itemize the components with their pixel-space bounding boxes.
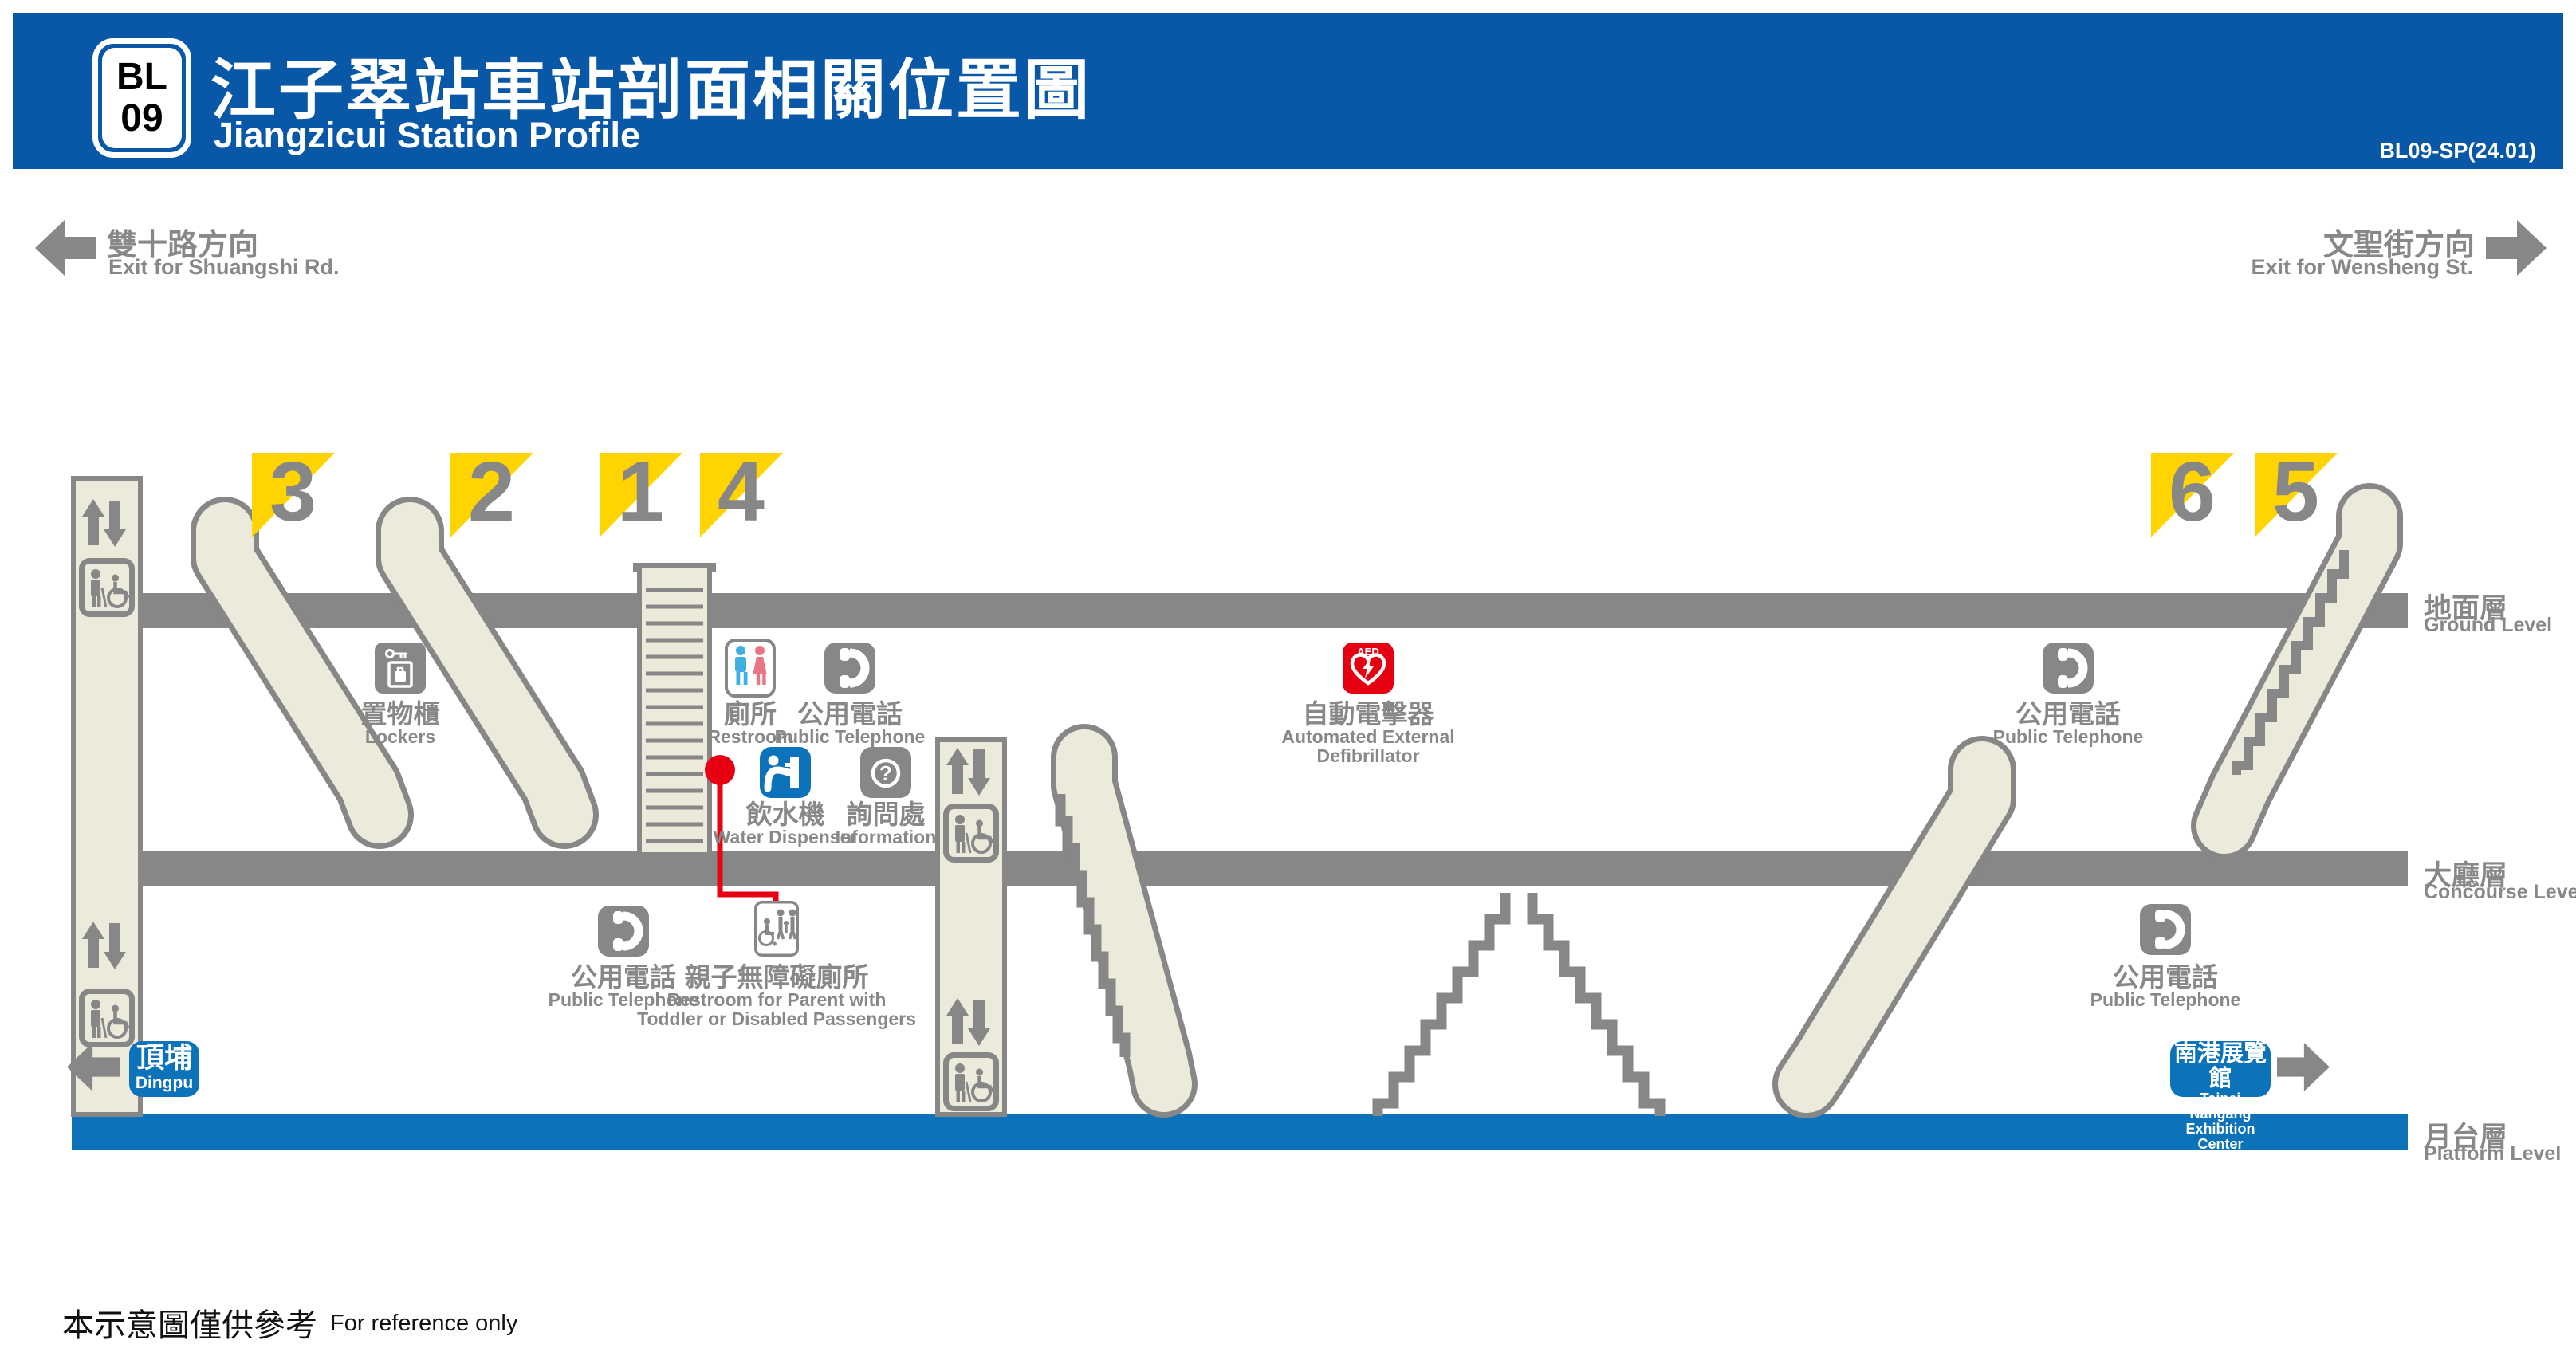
terminus-nangang-zh: 南港展覽館 [2173, 1041, 2267, 1091]
exit-number: 2 [468, 445, 515, 539]
public-telephone-icon [2140, 904, 2191, 955]
arrow-right-icon [2486, 220, 2547, 276]
level-label-ground-en: Ground Level [2424, 614, 2553, 636]
middle-elevator-shaft [935, 737, 1007, 1117]
arrow-right-icon [2277, 1043, 2330, 1091]
level-label-platform-en: Platform Level [2424, 1142, 2562, 1165]
restroom-label-en: Restroom [707, 726, 793, 747]
level-label-platform-zh: 月台層 [2424, 1122, 2508, 1153]
station-code-line: BL [116, 56, 167, 98]
open-stair-right-leg [1527, 893, 1666, 1116]
elevator-icon [82, 561, 132, 615]
terminus-nangang-en1: Taipei Nangang [2189, 1091, 2252, 1122]
exit-number: 3 [269, 445, 317, 539]
information-label-zh: 詢問處 [846, 800, 926, 829]
exit-stair-steps [646, 588, 703, 843]
terminus-dingpu-zh: 頂埔 [136, 1043, 192, 1074]
station-code-number: 09 [120, 97, 163, 140]
terminus-nangang-en2: Exhibition Center [2185, 1121, 2255, 1152]
exit-direction-right-zh: 文聖街方向 [2322, 229, 2475, 262]
location-pin [705, 755, 779, 901]
exit-number: 5 [2272, 445, 2319, 539]
information-label-en: Information [835, 827, 937, 847]
exit-direction-left-en: Exit for Shuangshi Rd. [108, 255, 340, 279]
lockers-label-zh: 置物櫃 [360, 699, 440, 729]
title-bar: BL 09 江子翠站車站剖面相關位置圖 Jiangzicui Station P… [13, 13, 2563, 169]
exit-number: 1 [617, 445, 664, 539]
stairs-exit-5-6 [2191, 483, 2403, 859]
telephone-label-en: Public Telephone [2090, 989, 2241, 1010]
exit-flag-1: 1 [600, 445, 682, 539]
public-telephone-icon [598, 906, 649, 957]
restroom-label-zh: 廁所 [724, 699, 777, 729]
telephone-label-zh: 公用電話 [797, 699, 903, 729]
elevator-icon [946, 1055, 997, 1109]
exit-direction-right-en: Exit for Wensheng St. [2251, 255, 2473, 279]
water-dispenser-icon [760, 747, 811, 798]
open-stair-left-leg [1372, 893, 1511, 1116]
exit-number: 6 [2169, 445, 2216, 539]
telephone-label-en: Public Telephone [1992, 726, 2144, 747]
page-title-en: Jiangzicui Station Profile [214, 115, 641, 155]
water-dispenser-label-zh: 飲水機 [745, 800, 825, 829]
terminus-badge-dingpu: 頂埔 Dingpu [129, 1041, 199, 1097]
telephone-label-en: Public Telephone [774, 726, 926, 747]
aed-icon [1343, 643, 1394, 694]
page-title-zh: 江子翠站車站剖面相關位置圖 [210, 54, 1092, 127]
exit-stair-shaft [637, 564, 712, 857]
exit-flag-4: 4 [700, 445, 783, 539]
exit-flag-3: 3 [252, 445, 335, 539]
document-code: BL09-SP(24.01) [2379, 139, 2536, 163]
exit-flag-5: 5 [2255, 445, 2338, 539]
escalator-concourse-platform-right [1772, 736, 2016, 1118]
public-telephone-icon [2043, 643, 2094, 694]
stairs-concourse-platform-left [1051, 724, 1198, 1118]
telephone-label-zh: 公用電話 [571, 962, 676, 992]
reference-note-zh: 本示意圖僅供參考 [62, 1308, 317, 1343]
terminus-badge-nangang: 南港展覽館 Taipei Nangang Exhibition Center [2170, 1041, 2271, 1152]
station-code-badge: BL 09 [92, 38, 191, 158]
parent-restroom-label-en1: Restroom for Parent with [667, 989, 887, 1010]
exit-flag-2: 2 [450, 445, 533, 539]
elevator-icon [82, 992, 132, 1045]
escalator-exit3 [191, 497, 414, 849]
exit-number: 4 [718, 445, 765, 539]
restroom-icon [725, 639, 776, 698]
exit-flag-6: 6 [2151, 445, 2234, 539]
telephone-label-zh: 公用電話 [2113, 962, 2218, 992]
level-label-concourse-en: Concourse Level [2424, 881, 2576, 903]
platform-level-bar [72, 1114, 2408, 1150]
information-icon [860, 747, 911, 798]
aed-label-en1: Automated External [1281, 726, 1455, 747]
lockers-label-en: Lockers [364, 726, 436, 747]
arrow-left-icon [35, 220, 96, 276]
parent-accessible-restroom-icon [756, 902, 798, 956]
level-label-concourse-zh: 大廳層 [2424, 860, 2508, 891]
aed-label-en2: Defibrillator [1316, 745, 1420, 766]
lockers-icon [375, 643, 426, 694]
level-label-ground-zh: 地面層 [2424, 593, 2508, 624]
parent-restroom-label-en2: Toddler or Disabled Passengers [637, 1008, 916, 1029]
terminus-dingpu-en: Dingpu [135, 1074, 194, 1092]
parent-restroom-label-zh: 親子無障礙廁所 [684, 962, 869, 992]
public-telephone-icon [824, 643, 875, 694]
telephone-label-zh: 公用電話 [2016, 699, 2121, 729]
exit-direction-left-zh: 雙十路方向 [107, 229, 259, 262]
reference-note-en: For reference only [330, 1311, 518, 1336]
water-dispenser-label-en: Water Dispenser [713, 827, 858, 847]
escalator-exit2 [376, 497, 599, 849]
elevator-icon [946, 807, 997, 860]
aed-label-zh: 自動電擊器 [1302, 699, 1434, 729]
concourse-level-slab [72, 851, 2408, 886]
telephone-label-en: Public Telephone [548, 989, 699, 1010]
